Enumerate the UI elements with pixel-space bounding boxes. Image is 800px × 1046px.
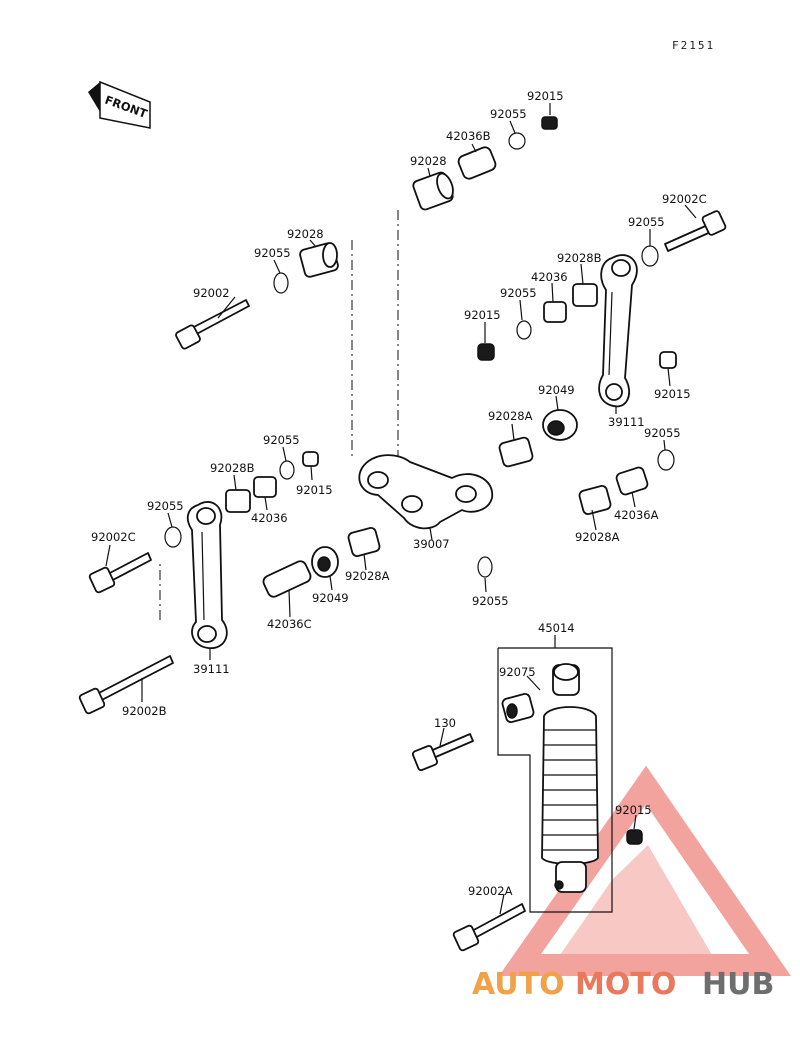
label-92002A: 92002A — [468, 884, 513, 898]
link-39111-right — [598, 254, 638, 408]
label-92055-bottom: 92055 — [472, 594, 509, 608]
label-92028A-lower: 92028A — [575, 530, 620, 544]
label-130: 130 — [434, 716, 456, 730]
label-92055-top: 92055 — [490, 107, 527, 121]
washer-92055-top — [508, 132, 526, 150]
label-42036-left: 42036 — [251, 511, 288, 525]
label-39007: 39007 — [413, 537, 450, 551]
label-92015-right1: 92015 — [464, 308, 501, 322]
svg-text:AUTO: AUTO — [472, 967, 565, 1002]
label-92049-right: 92049 — [538, 383, 575, 397]
label-92028B-left: 92028B — [210, 461, 255, 475]
link-39111-left — [186, 501, 228, 649]
collar-42036A — [615, 466, 649, 496]
label-92055-right3: 92055 — [644, 426, 681, 440]
label-92028B-right: 92028B — [557, 251, 602, 265]
label-92015-left: 92015 — [296, 483, 333, 497]
label-92028A-right: 92028A — [488, 409, 533, 423]
nut-92015-right2 — [659, 351, 677, 369]
label-92028-left: 92028 — [287, 227, 324, 241]
washer-92055-right3 — [657, 449, 675, 471]
part-labels: 92015 92055 42036B 92028 92002C 92055 92… — [91, 89, 707, 898]
bushing-92028B-left — [225, 489, 251, 513]
label-92055-mid: 92055 — [263, 433, 300, 447]
shock-bracket-outline — [497, 647, 613, 913]
svg-text:MOTO: MOTO — [575, 967, 676, 1002]
label-92002C-left: 92002C — [91, 530, 136, 544]
front-arrow-icon: FRONT — [88, 80, 151, 129]
bolt-92002 — [175, 299, 250, 350]
label-92015-shock: 92015 — [615, 803, 652, 817]
nut-92015-top — [541, 116, 558, 130]
nut-92015-left — [302, 451, 319, 467]
label-92002B: 92002B — [122, 704, 167, 718]
shock-absorber-45014 — [541, 663, 599, 893]
bushing-92028-left — [299, 242, 339, 278]
collar-42036C — [262, 560, 312, 598]
washer-92055-left — [273, 272, 289, 294]
washer-92055-right2 — [516, 320, 532, 340]
label-92075: 92075 — [499, 665, 536, 679]
label-92049-left: 92049 — [312, 591, 349, 605]
label-92055-leftlink: 92055 — [147, 499, 184, 513]
label-42036-right: 42036 — [531, 270, 568, 284]
label-92028A-left: 92028A — [345, 569, 390, 583]
washer-92055-bottom — [477, 556, 493, 578]
collar-92075 — [501, 693, 535, 723]
collar-42036B — [457, 146, 497, 180]
label-92028-top: 92028 — [410, 154, 447, 168]
bolt-92002C-right — [664, 210, 727, 252]
seal-92049-left — [311, 546, 339, 578]
bolt-92002A — [452, 903, 526, 952]
bushing-92028A-lower — [578, 485, 612, 515]
label-92002C-right: 92002C — [662, 192, 707, 206]
bushing-92028A-right — [498, 436, 534, 468]
label-42036A: 42036A — [614, 508, 659, 522]
label-39111-right: 39111 — [608, 415, 645, 429]
nut-92015-right1 — [477, 343, 495, 361]
collar-42036-left — [253, 476, 277, 498]
leader-lines — [105, 103, 697, 915]
svg-text:HUB: HUB — [702, 967, 774, 1002]
nut-92015-shock — [626, 829, 643, 845]
rocker-arm-39007 — [358, 454, 493, 530]
bolt-130 — [411, 733, 474, 772]
label-39111-left: 39111 — [193, 662, 230, 676]
label-92055-right1: 92055 — [628, 215, 665, 229]
bushing-92028B-right — [572, 283, 598, 307]
label-92055-left: 92055 — [254, 246, 291, 260]
washer-92055-leftlink — [164, 526, 182, 548]
bolt-92002B — [78, 655, 174, 715]
washer-92055-right1 — [641, 245, 659, 267]
label-42036B: 42036B — [446, 129, 491, 143]
bolt-92002C-left — [88, 552, 152, 594]
label-92002: 92002 — [193, 286, 230, 300]
label-92015-right2: 92015 — [654, 387, 691, 401]
bushing-92028-top — [412, 171, 454, 211]
reference-lines — [159, 210, 399, 620]
label-92015-top: 92015 — [527, 89, 564, 103]
label-45014: 45014 — [538, 621, 575, 635]
label-42036C: 42036C — [267, 617, 312, 631]
collar-42036-right — [543, 301, 567, 323]
watermark-text: AUTO MOTO HUB — [472, 967, 774, 1002]
washer-92055-mid — [279, 460, 295, 480]
diagram-code: F2151 — [672, 39, 715, 52]
bushing-92028A-left — [347, 527, 381, 557]
label-92055-right2: 92055 — [500, 286, 537, 300]
seal-92049-right — [542, 409, 578, 441]
